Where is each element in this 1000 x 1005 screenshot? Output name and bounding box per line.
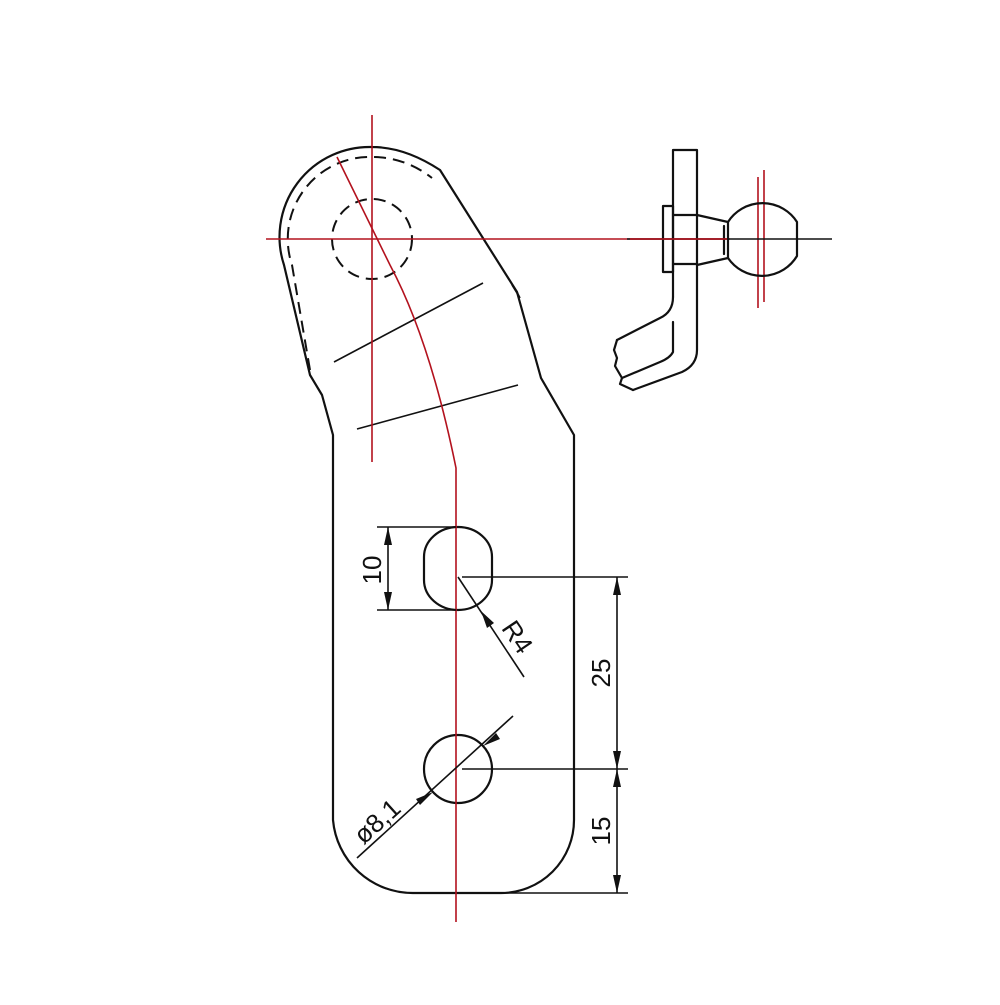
dim-label-25: 25	[586, 659, 616, 688]
dim-hole-to-bottom: 15	[586, 769, 621, 893]
dim-label-15: 15	[586, 817, 616, 846]
dim-slot-radius: R4	[457, 576, 539, 678]
centerlines	[266, 115, 765, 922]
dim-slot-height: 10	[357, 526, 456, 611]
dimensions: 10 R4 25 15 ø8	[348, 526, 628, 894]
side-plate	[631, 148, 699, 392]
front-view	[278, 145, 576, 895]
side-plate-bend-inner	[615, 295, 675, 342]
bend-line-lower	[356, 384, 519, 430]
dim-label-r4: R4	[496, 615, 539, 659]
side-plate-bend-mid	[620, 320, 675, 380]
bent-axis-centerline	[336, 156, 457, 922]
side-view	[612, 148, 832, 392]
part-outline	[278, 145, 576, 895]
break-line	[612, 338, 635, 392]
hidden-outline	[286, 155, 433, 371]
dim-label-dia: ø8,1	[348, 793, 407, 850]
dim-label-10: 10	[357, 556, 387, 585]
ball-neck	[695, 213, 730, 267]
dim-slot-to-hole: 25	[586, 577, 621, 769]
bend-edge-left	[309, 374, 323, 396]
bend-line-upper	[333, 282, 484, 363]
slot	[422, 525, 494, 612]
bend-edge-right	[511, 284, 521, 299]
